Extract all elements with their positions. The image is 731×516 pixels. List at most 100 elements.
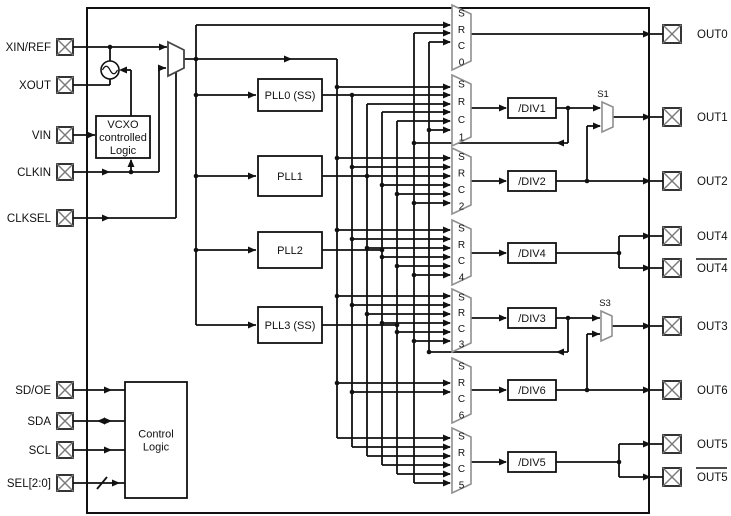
- pin-out6-label: OUT6: [697, 385, 728, 397]
- mux-src2-letter: S: [458, 152, 465, 163]
- mux-src5-letter: 5: [459, 480, 465, 491]
- mux-src3-letter: 3: [459, 340, 465, 351]
- mux-src6-letter: R: [458, 378, 465, 389]
- block-div5: /DIV5: [507, 451, 557, 473]
- selector-mux-s1: S1: [597, 89, 614, 134]
- mux-src3-letter: R: [458, 308, 465, 319]
- pin-sd-oe-label: SD/OE: [15, 385, 51, 397]
- pin-scl-x-icon: [56, 441, 74, 459]
- block-div2: /DIV2: [507, 170, 557, 192]
- pin-out1-x-icon: [662, 107, 682, 127]
- pin-xout-x-icon: [56, 76, 74, 94]
- pin-out5-bar-x-icon: [662, 467, 682, 487]
- chip-outline: [86, 7, 650, 514]
- pin-xin-ref-label: XIN/REF: [6, 42, 51, 54]
- mux-src4-letter: S: [458, 224, 465, 235]
- block-pll3-label: PLL3 (SS): [265, 320, 316, 332]
- block-pll1-label: PLL1: [277, 171, 303, 183]
- pin-out3-label: OUT3: [697, 321, 728, 333]
- pin-out2-label: OUT2: [697, 176, 728, 188]
- block-div6-label: /DIV6: [518, 385, 546, 397]
- mux-src0-letter: 0: [459, 57, 465, 68]
- mux-src1-letter: C: [458, 115, 465, 126]
- block-div6: /DIV6: [507, 379, 557, 401]
- pin-xin-ref: XIN/REF: [6, 38, 74, 56]
- pin-xout-label: XOUT: [19, 80, 51, 92]
- pin-out3: OUT3: [662, 316, 728, 336]
- block-div1: /DIV1: [507, 97, 557, 119]
- pin-xout: XOUT: [19, 76, 74, 94]
- pin-out4: OUT4: [662, 226, 728, 246]
- block-div4-label: /DIV4: [518, 248, 546, 260]
- pin-out5-x-icon: [662, 434, 682, 454]
- mux-src2: SRC 2: [451, 146, 472, 216]
- pin-vin-x-icon: [56, 126, 74, 144]
- pin-sda-label: SDA: [27, 416, 51, 428]
- mux-src0-letter: R: [458, 25, 465, 36]
- block-div2-label: /DIV2: [518, 176, 546, 188]
- arrowheads: [87, 21, 651, 487]
- input-reference-mux: [167, 40, 185, 78]
- selector-mux-s1-label: S1: [597, 89, 609, 100]
- pin-out5: OUT5: [662, 434, 728, 454]
- mux-src2-letter: R: [458, 168, 465, 179]
- mux-src5-letter: R: [458, 448, 465, 459]
- mux-src4-letter: 4: [459, 272, 465, 283]
- pin-scl-label: SCL: [29, 445, 52, 457]
- mux-src6-letter: S: [458, 362, 465, 373]
- pin-out4-x-icon: [662, 226, 682, 246]
- mux-src0: SRC 0: [451, 3, 472, 72]
- pin-clksel-label: CLKSEL: [7, 213, 52, 225]
- mux-src1-letter: R: [458, 97, 465, 108]
- mux-src0-letter: S: [458, 9, 465, 20]
- crystal-oscillator-icon: [100, 60, 120, 80]
- block-pll2: PLL2: [257, 231, 323, 269]
- pin-out0: OUT0: [662, 24, 728, 44]
- pin-xin-ref-x-icon: [56, 38, 74, 56]
- pin-out1: OUT1: [662, 107, 728, 127]
- pin-out0-x-icon: [662, 24, 682, 44]
- block-pll1: PLL1: [257, 155, 323, 197]
- block-div3: /DIV3: [507, 307, 557, 329]
- pin-out4-bar-x-icon: [662, 258, 682, 278]
- pin-out5-bar: OUT5: [662, 467, 728, 487]
- pin-out4-bar: OUT4: [662, 258, 728, 278]
- pin-sda: SDA: [27, 412, 74, 430]
- pin-out2-x-icon: [662, 171, 682, 191]
- mux-src1-letter: 1: [459, 133, 465, 144]
- block-div5-label: /DIV5: [518, 457, 546, 469]
- pin-out4-bar-label: OUT4: [697, 263, 728, 275]
- pin-sda-x-icon: [56, 412, 74, 430]
- block-div1-label: /DIV1: [518, 103, 546, 115]
- pin-sd-oe: SD/OE: [15, 381, 74, 399]
- pin-clksel: CLKSEL: [7, 209, 74, 227]
- pin-clkin-x-icon: [56, 163, 74, 181]
- mux-src6-letter: 6: [459, 410, 465, 421]
- signal-wires: [73, 24, 663, 490]
- block-pll2-label: PLL2: [277, 245, 303, 257]
- pin-clksel-x-icon: [56, 209, 74, 227]
- pin-clkin-label: CLKIN: [17, 167, 51, 179]
- pin-out6-x-icon: [662, 380, 682, 400]
- mux-src4-letter: R: [458, 240, 465, 251]
- mux-src4-letter: C: [458, 256, 465, 267]
- block-pll0: PLL0 (SS): [257, 78, 323, 112]
- junction-dots: [107, 44, 622, 465]
- selector-mux-s3: S3: [599, 298, 613, 343]
- mux-src2-letter: C: [458, 185, 465, 196]
- block-div3-label: /DIV3: [518, 313, 546, 325]
- block-control-logic-label: Control: [138, 429, 173, 441]
- mux-src1-letter: S: [458, 79, 465, 90]
- pin-out3-x-icon: [662, 316, 682, 336]
- mux-src5-letter: S: [458, 432, 465, 443]
- mux-src2-letter: 2: [459, 201, 465, 212]
- mux-src0-letter: C: [458, 41, 465, 52]
- pin-vin-label: VIN: [32, 130, 51, 142]
- mux-src3-letter: C: [458, 324, 465, 335]
